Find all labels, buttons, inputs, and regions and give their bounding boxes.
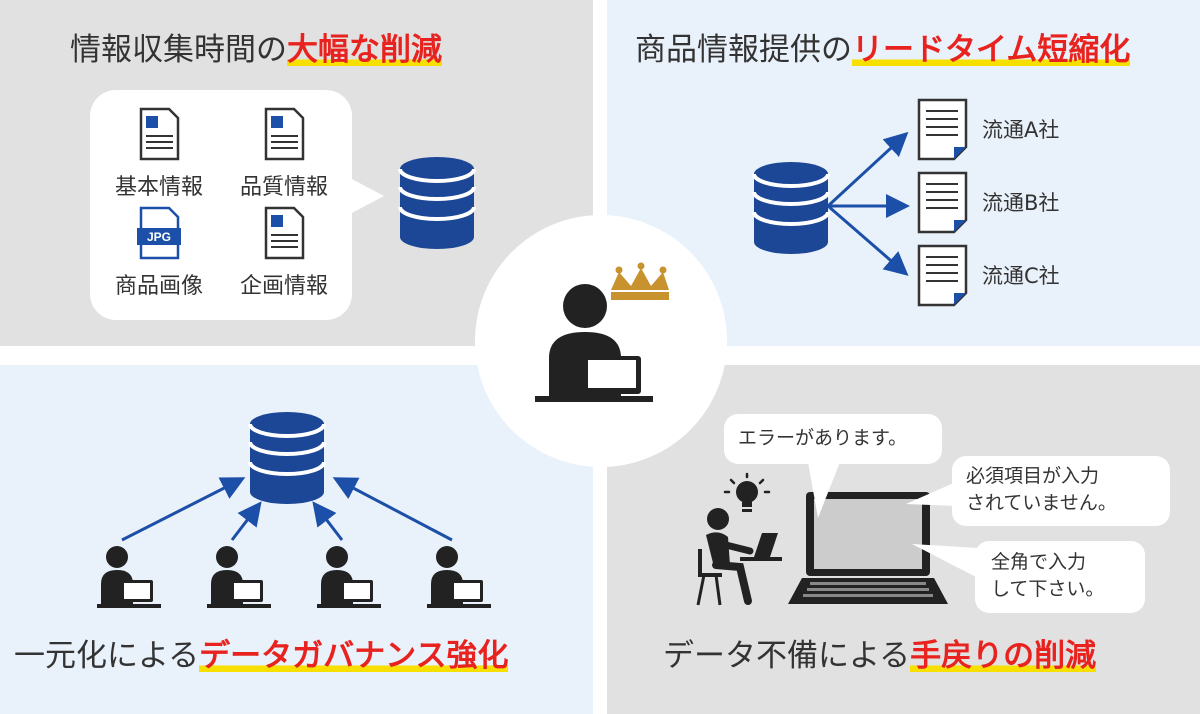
doc-quality-info: 品質情報: [224, 107, 344, 201]
required-field-bubble: 必須項目が入力 されていません。: [952, 456, 1170, 526]
fullwidth-bubble: 全角で入力 して下さい。: [975, 541, 1145, 613]
heading-data-governance: 一元化によるデータガバナンス強化: [14, 636, 509, 676]
heading-lead-time: 商品情報提供のリードタイム短縮化: [635, 30, 1131, 70]
company-b: 流通B社: [982, 191, 1060, 215]
company-c: 流通C社: [982, 264, 1060, 288]
distributor-doc-icon: [917, 98, 968, 161]
heading-text: データ不備による: [663, 638, 911, 674]
info-bubble: [90, 90, 352, 320]
distributor-doc-icon: [917, 244, 968, 307]
distributor-doc-icon: [917, 171, 968, 234]
database-icon: [248, 412, 326, 504]
database-icon: [398, 157, 476, 249]
required-message-line1: 必須項目が入力: [966, 465, 1100, 487]
database-icon: [752, 162, 830, 254]
error-bubble: エラーがあります。: [724, 414, 942, 464]
error-message: エラーがあります。: [738, 427, 908, 449]
heading-highlight: 手戻りの削減: [910, 638, 1097, 674]
heading-text: 商品情報提供の: [635, 32, 852, 68]
doc-label: 企画情報: [239, 274, 328, 299]
doc-label: 品質情報: [239, 175, 328, 200]
heading-highlight: 大幅な削減: [287, 32, 442, 68]
company-a: 流通A社: [982, 118, 1060, 142]
document-icon: [264, 107, 305, 161]
doc-product-image: JPG 商品画像: [99, 206, 219, 300]
bubble-tail: [350, 178, 384, 214]
person-at-desk-icon: [696, 508, 782, 606]
document-icon: [264, 206, 305, 260]
fullwidth-message-line1: 全角で入力: [991, 551, 1087, 573]
doc-label: 商品画像: [114, 274, 203, 299]
laptop-icon: [788, 492, 948, 604]
user-at-laptop-icon: [427, 546, 491, 608]
user-at-laptop-icon: [317, 546, 381, 608]
user-at-laptop-icon: [207, 546, 271, 608]
lead-user-icon: [535, 262, 669, 402]
doc-planning-info: 企画情報: [224, 206, 344, 300]
jpg-file-icon: JPG: [137, 206, 181, 260]
fullwidth-message-line2: して下さい。: [991, 578, 1105, 600]
consolidation-arrows: [121, 477, 453, 542]
doc-basic-info: 基本情報: [99, 107, 219, 201]
heading-highlight: リードタイム短縮化: [852, 32, 1131, 68]
crown-icon: [611, 262, 669, 300]
document-icon: [139, 107, 180, 161]
heading-rework: データ不備による手戻りの削減: [663, 636, 1097, 676]
heading-highlight: データガバナンス強化: [199, 638, 509, 674]
heading-text: 情報収集時間の: [70, 32, 287, 68]
required-message-line2: されていません。: [966, 492, 1117, 514]
heading-text: 一元化による: [14, 638, 200, 674]
error-bubble-tail: [808, 462, 840, 518]
heading-info-collection: 情報収集時間の大幅な削減: [70, 30, 442, 70]
distribution-arrows: [826, 131, 910, 276]
fullwidth-bubble-tail: [912, 544, 978, 578]
doc-label: 基本情報: [114, 175, 203, 200]
lightbulb-icon: [723, 472, 771, 512]
jpg-badge: JPG: [147, 230, 171, 244]
required-bubble-tail: [906, 482, 956, 506]
user-at-laptop-icon: [97, 546, 161, 608]
